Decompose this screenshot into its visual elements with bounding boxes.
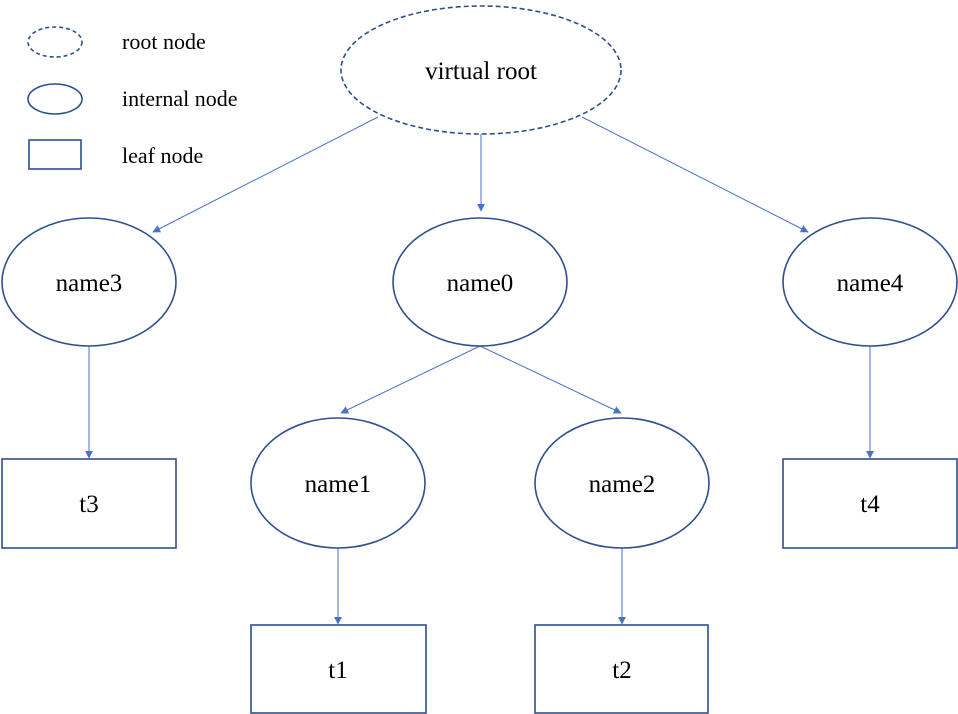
node-name3-shape	[1, 217, 177, 347]
legend: root node internal node leaf node	[27, 26, 237, 170]
node-t4-shape	[782, 458, 958, 549]
node-name1-shape	[250, 417, 426, 549]
edge-root-name4	[581, 116, 809, 233]
edge-name0-name2	[479, 345, 622, 414]
node-t3: t3	[1, 458, 177, 549]
edge-name0-name1	[340, 345, 481, 414]
node-t4-label: t4	[860, 491, 880, 518]
node-name2-shape	[534, 417, 710, 549]
node-name0: name0	[392, 217, 568, 347]
nodes: virtual root name3 name0 name4 name1 nam…	[1, 5, 958, 714]
legend-label-leaf-node: leaf node	[122, 143, 203, 168]
node-t1-label: t1	[328, 657, 347, 684]
node-t1: t1	[250, 624, 427, 714]
node-name2: name2	[534, 417, 710, 549]
node-t2-label: t2	[612, 657, 631, 684]
node-name1: name1	[250, 417, 426, 549]
legend-root-node-icon	[27, 26, 83, 58]
node-name4: name4	[782, 217, 958, 347]
node-t3-label: t3	[79, 491, 98, 518]
node-name4-shape	[782, 217, 958, 347]
node-name0-shape	[392, 217, 568, 347]
node-t2: t2	[534, 624, 709, 714]
node-t1-shape	[250, 624, 427, 714]
node-name3-label: name3	[56, 270, 123, 297]
node-virtual-root-label: virtual root	[425, 58, 537, 85]
edge-root-name3	[152, 116, 379, 233]
node-t3-shape	[1, 458, 177, 549]
node-name3: name3	[1, 217, 177, 347]
node-name1-label: name1	[305, 471, 372, 498]
legend-label-root-node: root node	[122, 29, 206, 54]
edges	[85, 116, 874, 625]
legend-internal-node-icon	[27, 83, 83, 115]
node-name4-label: name4	[837, 270, 904, 297]
node-virtual-root-shape	[340, 5, 622, 135]
node-name2-label: name2	[589, 471, 656, 498]
node-t4: t4	[782, 458, 958, 549]
node-t2-shape	[534, 624, 709, 714]
legend-leaf-node-icon	[28, 139, 82, 170]
legend-label-internal-node: internal node	[122, 86, 237, 111]
node-name0-label: name0	[447, 270, 514, 297]
node-virtual-root: virtual root	[340, 5, 622, 135]
